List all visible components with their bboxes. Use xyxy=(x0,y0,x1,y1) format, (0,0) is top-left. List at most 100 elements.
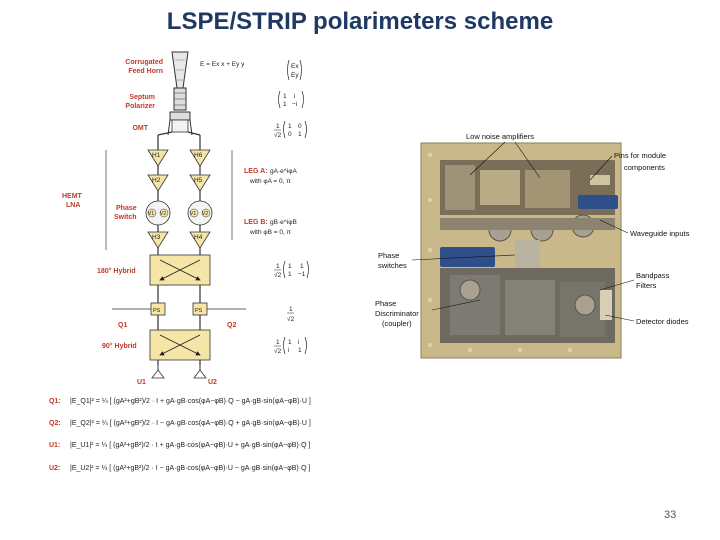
hemt-label-2: LNA xyxy=(66,202,80,209)
q1-label: Q1 xyxy=(118,322,127,329)
equation-u2: U2: |E_U2|² = ¼ [ (gA²+gB²)/2 · I − gA·g… xyxy=(49,465,310,472)
hybrid-90-label: 90° Hybrid xyxy=(102,342,137,350)
bandpass-label-2: Filters xyxy=(636,281,657,290)
svg-text:Ex: Ex xyxy=(291,63,299,70)
polarimeter-scheme: Corrugated Feed Horn E = Ex x + Ey y Ex … xyxy=(49,51,311,472)
ps-matrix: 1 √2 xyxy=(287,306,295,323)
equation-q2: Q2: |E_Q2|² = ¼ [ (gA²+gB²)/2 · I − gA·g… xyxy=(49,420,311,427)
svg-text:H4: H4 xyxy=(194,234,203,241)
amp-h3: H3 xyxy=(147,231,169,249)
svg-text:1: 1 xyxy=(288,339,292,346)
svg-text:1: 1 xyxy=(283,101,287,108)
hybrid-180-label: 180° Hybrid xyxy=(97,267,136,275)
svg-text:1: 1 xyxy=(288,271,292,278)
svg-text:H3: H3 xyxy=(152,234,161,241)
omt-label: OMT xyxy=(132,125,148,132)
detector-u1 xyxy=(151,369,165,379)
leg-a-label: LEG A: xyxy=(244,168,267,175)
q2-label: Q2 xyxy=(227,322,236,329)
svg-text:H6: H6 xyxy=(194,152,203,159)
svg-text:V2: V2 xyxy=(160,211,166,217)
leg-a-with: with φA = 0, π xyxy=(249,178,291,185)
svg-text:|E_Q1|² = ¼ [ (gA²+gB²)/2 · I: |E_Q1|² = ¼ [ (gA²+gB²)/2 · I + gA·gB·co… xyxy=(70,398,311,405)
svg-text:√2: √2 xyxy=(287,315,295,323)
phase-switch-a: V1 V2 xyxy=(145,200,171,226)
svg-text:√2: √2 xyxy=(274,347,282,355)
detector-label: Detector diodes xyxy=(636,317,689,326)
svg-text:√2: √2 xyxy=(274,271,282,279)
leg-b-label: LEG B: xyxy=(244,219,268,226)
amp-h4: H4 xyxy=(189,231,211,249)
svg-text:V1: V1 xyxy=(148,211,154,217)
svg-text:H5: H5 xyxy=(194,177,203,184)
svg-text:Ey: Ey xyxy=(291,72,299,79)
septum-label-2: Polarizer xyxy=(125,103,155,110)
svg-text:1: 1 xyxy=(298,347,302,354)
field-expression: E = Ex x + Ey y xyxy=(200,61,245,68)
svg-text:|E_U2|² = ¼ [ (gA²+gB²)/2 · I: |E_U2|² = ¼ [ (gA²+gB²)/2 · I − gA·gB·co… xyxy=(70,465,310,472)
phase-disc-label-1: Phase xyxy=(375,299,396,308)
photo-annotations: Low noise amplifiers Pins for module com… xyxy=(375,132,690,328)
feed-horn-label-1: Corrugated xyxy=(125,59,163,66)
leg-b-expr: gB·e^iφB xyxy=(270,219,297,226)
amp-h5: H5 xyxy=(189,174,211,192)
svg-text:Q2:: Q2: xyxy=(49,420,61,427)
phase-disc-label-2: Discriminator xyxy=(375,309,419,318)
svg-text:1: 1 xyxy=(283,93,287,100)
svg-text:U2:: U2: xyxy=(49,465,60,472)
svg-text:0: 0 xyxy=(298,123,302,130)
svg-text:i: i xyxy=(298,339,299,346)
svg-text:V1: V1 xyxy=(190,211,196,217)
leg-a-expr: gA·e^iφA xyxy=(270,168,297,175)
amp-h2: H2 xyxy=(147,174,169,192)
low-noise-label: Low noise amplifiers xyxy=(466,132,534,141)
detector-u2 xyxy=(193,369,207,379)
phase-switches-label-2: switches xyxy=(378,261,407,270)
u1-label: U1 xyxy=(137,379,146,386)
svg-text:1: 1 xyxy=(276,339,280,346)
leg-b-with: with φB = 0, π xyxy=(249,229,292,236)
components-label: components xyxy=(624,163,665,172)
page-number: 33 xyxy=(664,509,677,521)
field-vector: Ex Ey xyxy=(287,59,302,81)
svg-text:1: 1 xyxy=(276,123,280,130)
svg-text:H2: H2 xyxy=(152,177,161,184)
waveguide-label: Waveguide inputs xyxy=(630,229,690,238)
svg-text:PS: PS xyxy=(153,308,161,314)
phase-disc-label-3: (coupler) xyxy=(382,319,412,328)
svg-text:Q1:: Q1: xyxy=(49,398,61,405)
page-title: LSPE/STRIP polarimeters scheme xyxy=(166,8,554,35)
svg-text:1: 1 xyxy=(289,306,293,313)
hybrid-90 xyxy=(149,329,211,361)
feed-horn-label-2: Feed Horn xyxy=(128,68,163,75)
ps-right: PS xyxy=(192,302,208,316)
svg-text:1: 1 xyxy=(298,131,302,138)
svg-text:1: 1 xyxy=(288,123,292,130)
septum-polarizer xyxy=(173,87,187,111)
amp-h1: H1 xyxy=(147,149,169,167)
svg-text:−i: −i xyxy=(292,101,297,108)
svg-text:√2: √2 xyxy=(274,131,282,139)
u2-label: U2 xyxy=(208,379,217,386)
phase-switches-label-1: Phase xyxy=(378,251,399,260)
svg-text:V2: V2 xyxy=(202,211,208,217)
svg-text:−1: −1 xyxy=(298,271,306,278)
phase-switch-label-2: Switch xyxy=(114,214,137,221)
svg-text:0: 0 xyxy=(288,131,292,138)
phase-switch-label-1: Phase xyxy=(116,205,137,212)
feed-horn xyxy=(171,51,189,89)
svg-text:i: i xyxy=(294,93,295,100)
svg-text:1: 1 xyxy=(276,263,280,270)
svg-text:1: 1 xyxy=(300,263,304,270)
bandpass-label-1: Bandpass xyxy=(636,271,670,280)
equation-q1: Q1: |E_Q1|² = ¼ [ (gA²+gB²)/2 · I + gA·g… xyxy=(49,398,311,405)
amp-h6: H6 xyxy=(189,149,211,167)
omt xyxy=(167,111,193,136)
ps-left: PS xyxy=(150,302,166,316)
svg-text:U1:: U1: xyxy=(49,442,60,449)
svg-text:i: i xyxy=(288,347,289,354)
phase-switch-b: V1 V2 xyxy=(187,200,213,226)
